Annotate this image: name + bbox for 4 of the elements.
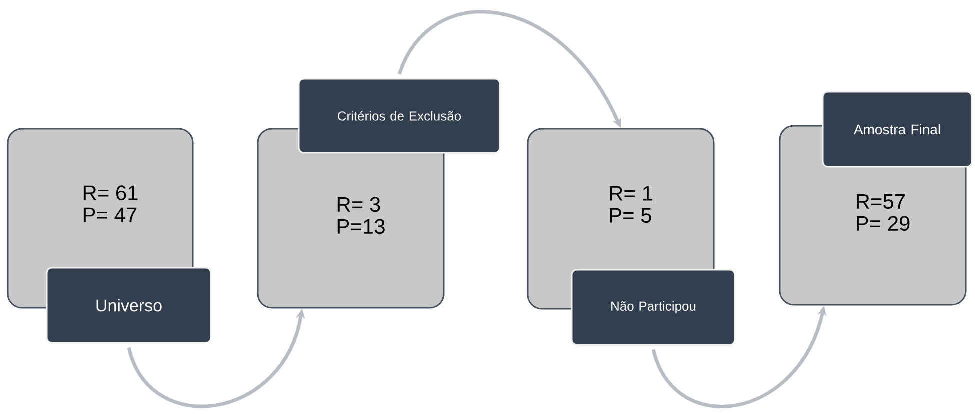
label-tab: Não Participou bbox=[571, 269, 736, 346]
label-tab: Critérios de Exclusão bbox=[298, 78, 501, 154]
label-tab: Amostra Final bbox=[822, 91, 973, 168]
label-tab: Universo bbox=[46, 267, 212, 344]
